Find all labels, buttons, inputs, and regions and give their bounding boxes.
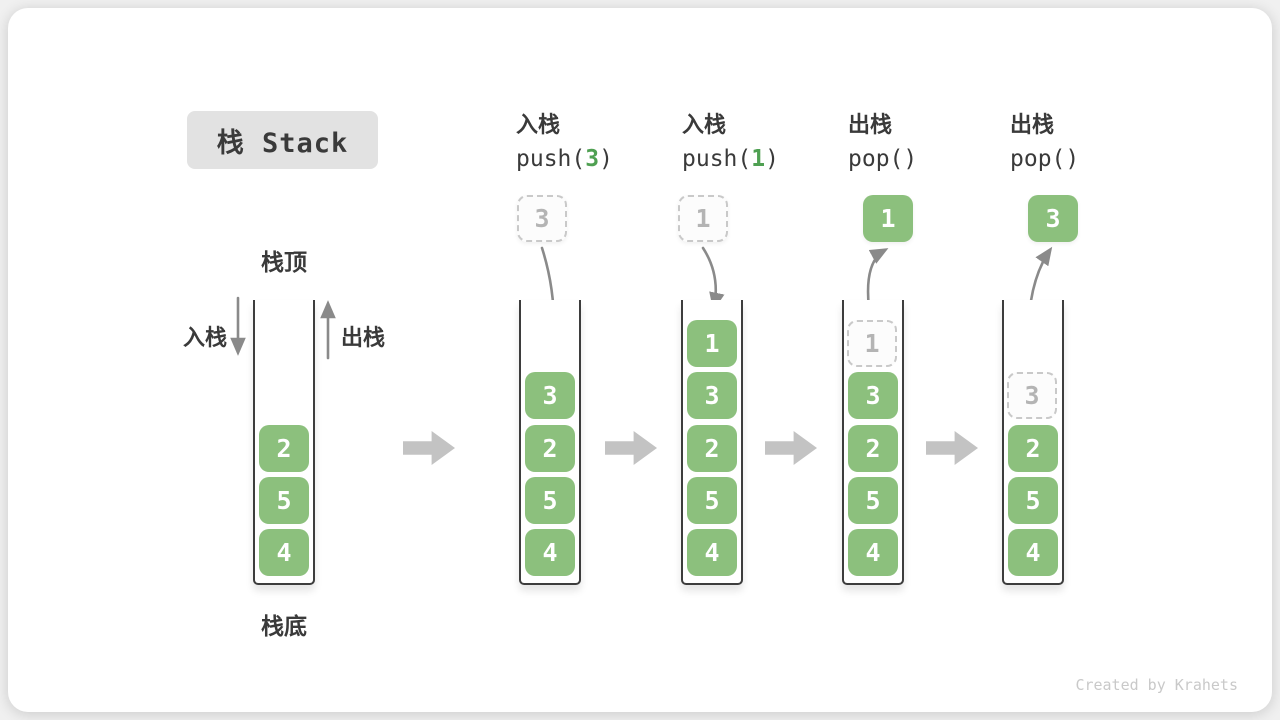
operation-action: 出栈 bbox=[848, 112, 893, 137]
stack-item: 5 bbox=[1008, 476, 1058, 524]
diagram-title-badge: 栈 Stack bbox=[187, 111, 378, 169]
stack-item: 3 bbox=[687, 372, 737, 420]
stack-item: 4 bbox=[525, 529, 575, 576]
stack-item: 1 bbox=[687, 320, 737, 367]
stack-item: 4 bbox=[687, 529, 737, 576]
stack-item: 2 bbox=[1008, 424, 1058, 472]
operation-label-3: 出栈 pop() bbox=[848, 107, 917, 172]
operation-action: 入栈 bbox=[682, 112, 727, 137]
stack-item-ghost: 1 bbox=[847, 320, 897, 367]
stack-item: 4 bbox=[259, 529, 309, 576]
operation-label-1: 入栈 push(3) bbox=[516, 107, 613, 172]
operation-code: push(1) bbox=[682, 146, 779, 172]
stack-item: 5 bbox=[687, 476, 737, 524]
state-transition-arrow-icon bbox=[765, 431, 817, 465]
state-transition-arrow-icon bbox=[926, 431, 978, 465]
incoming-value-box: 3 bbox=[517, 195, 567, 242]
stack-item: 5 bbox=[525, 476, 575, 524]
push-side-label: 入栈 bbox=[183, 325, 228, 350]
operation-code: pop() bbox=[848, 146, 918, 172]
state-transition-arrow-icon bbox=[403, 431, 455, 465]
stack-bottom-label: 栈底 bbox=[261, 613, 307, 639]
stack-item-ghost: 3 bbox=[1007, 372, 1057, 420]
popped-value-box: 3 bbox=[1028, 195, 1078, 242]
stack-item: 2 bbox=[525, 424, 575, 472]
operation-action: 入栈 bbox=[516, 112, 561, 137]
incoming-value-box: 1 bbox=[678, 195, 728, 242]
operation-label-4: 出栈 pop() bbox=[1010, 107, 1079, 172]
operation-action: 出栈 bbox=[1010, 112, 1055, 137]
stack-item: 5 bbox=[848, 476, 898, 524]
stack-item: 2 bbox=[259, 424, 309, 472]
stack-top-label: 栈顶 bbox=[261, 249, 307, 275]
stack-item: 3 bbox=[525, 372, 575, 420]
popped-value-box: 1 bbox=[863, 195, 913, 242]
operation-code: pop() bbox=[1010, 146, 1080, 172]
stack-item: 4 bbox=[848, 529, 898, 576]
stack-item: 3 bbox=[848, 372, 898, 420]
pop-side-label: 出栈 bbox=[341, 325, 386, 350]
stack-item: 5 bbox=[259, 476, 309, 524]
stack-item: 2 bbox=[848, 424, 898, 472]
stack-item: 2 bbox=[687, 424, 737, 472]
flow-curve-arrow-icon bbox=[701, 246, 725, 311]
watermark: Created by Krahets bbox=[1075, 676, 1238, 694]
state-transition-arrow-icon bbox=[605, 431, 657, 465]
operation-label-2: 入栈 push(1) bbox=[682, 107, 779, 172]
diagram-title: 栈 Stack bbox=[216, 127, 349, 159]
stack-item: 4 bbox=[1008, 529, 1058, 576]
operation-code: push(3) bbox=[516, 146, 613, 172]
